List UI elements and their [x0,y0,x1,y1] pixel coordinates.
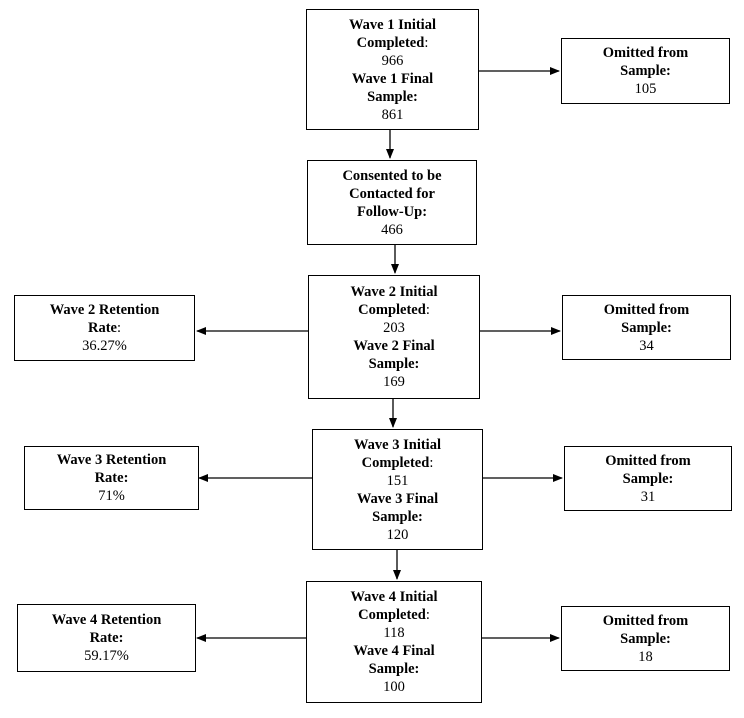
omit1-sample-label: Sample: [620,63,671,79]
retention3-value: 71% [98,488,125,504]
wave1-final-value: 861 [381,106,404,123]
wave4-box: Wave 4 Initial Completed: 118 Wave 4 Fin… [306,581,482,703]
consent-label-2: Contacted for [349,185,435,202]
wave3-initial-label: Wave 3 Initial [353,436,441,453]
wave4-completed-label: Completed [358,607,426,623]
wave2-final-label: Wave 2 Final [353,338,435,354]
retention2-rate-label: Rate [87,320,117,336]
retention3-rate-label: Rate: [94,470,129,486]
wave2-sample-label: Sample: [368,356,420,372]
retention4-rate-label: Rate: [89,630,124,646]
wave1-box: Wave 1 Initial Completed: 966 Wave 1 Fin… [306,9,479,130]
retention3-box: Wave 3 Retention Rate: 71% [24,446,199,510]
wave1-final-label: Wave 1 Final [351,70,434,87]
wave3-final-label: Wave 3 Final [356,490,439,507]
wave2-initial-value: 203 [383,320,405,336]
wave4-final-label: Wave 4 Final [353,643,435,659]
omit3-box: Omitted from Sample: 31 [564,446,732,511]
omit2-box: Omitted from Sample: 34 [562,295,731,360]
omit4-sample-label: Sample: [620,630,671,647]
omit1-label: Omitted from [602,45,689,61]
wave4-initial-label: Wave 4 Initial [350,589,438,605]
wave3-initial-value: 151 [386,472,409,489]
wave3-completed-label: Completed [361,454,430,471]
wave1-initial-value: 966 [381,52,404,69]
wave1-initial-label: Wave 1 Initial [348,16,436,33]
omit2-value: 34 [639,337,654,354]
retention2-label: Wave 2 Retention [49,302,160,318]
retention3-label: Wave 3 Retention [56,452,167,468]
omit4-box: Omitted from Sample: 18 [561,606,730,671]
omit4-label: Omitted from [602,612,689,629]
wave4-final-value: 100 [383,679,405,695]
retention2-value: 36.27% [82,338,127,354]
wave3-sample-label: Sample: [372,508,423,525]
consent-label-3: Follow-Up: [356,203,428,220]
retention4-box: Wave 4 Retention Rate: 59.17% [17,604,196,672]
wave1-completed-label: Completed [356,34,425,51]
wave2-initial-label: Wave 2 Initial [350,284,438,300]
wave3-box: Wave 3 Initial Completed: 151 Wave 3 Fin… [312,429,483,550]
retention4-value: 59.17% [84,648,129,664]
wave2-box: Wave 2 Initial Completed: 203 Wave 2 Fin… [308,275,480,399]
omit1-box: Omitted from Sample: 105 [561,38,730,104]
omit3-sample-label: Sample: [622,470,674,487]
wave1-sample-label: Sample: [367,88,418,105]
wave2-final-value: 169 [383,374,405,390]
omit4-value: 18 [638,648,653,665]
wave2-completed-label: Completed [358,302,426,318]
omit2-label: Omitted from [603,301,690,318]
consent-value: 466 [381,221,403,238]
omit1-value: 105 [634,81,657,97]
wave3-final-value: 120 [386,526,409,543]
omit3-value: 31 [640,488,656,505]
consent-box: Consented to be Contacted for Follow-Up:… [307,160,477,245]
retention4-label: Wave 4 Retention [51,612,162,628]
consent-label-1: Consented to be [342,167,442,184]
omit3-label: Omitted from [605,452,691,469]
wave4-sample-label: Sample: [368,661,420,677]
wave4-initial-value: 118 [383,625,405,641]
retention2-box: Wave 2 Retention Rate: 36.27% [14,295,195,361]
omit2-sample-label: Sample: [621,319,672,336]
